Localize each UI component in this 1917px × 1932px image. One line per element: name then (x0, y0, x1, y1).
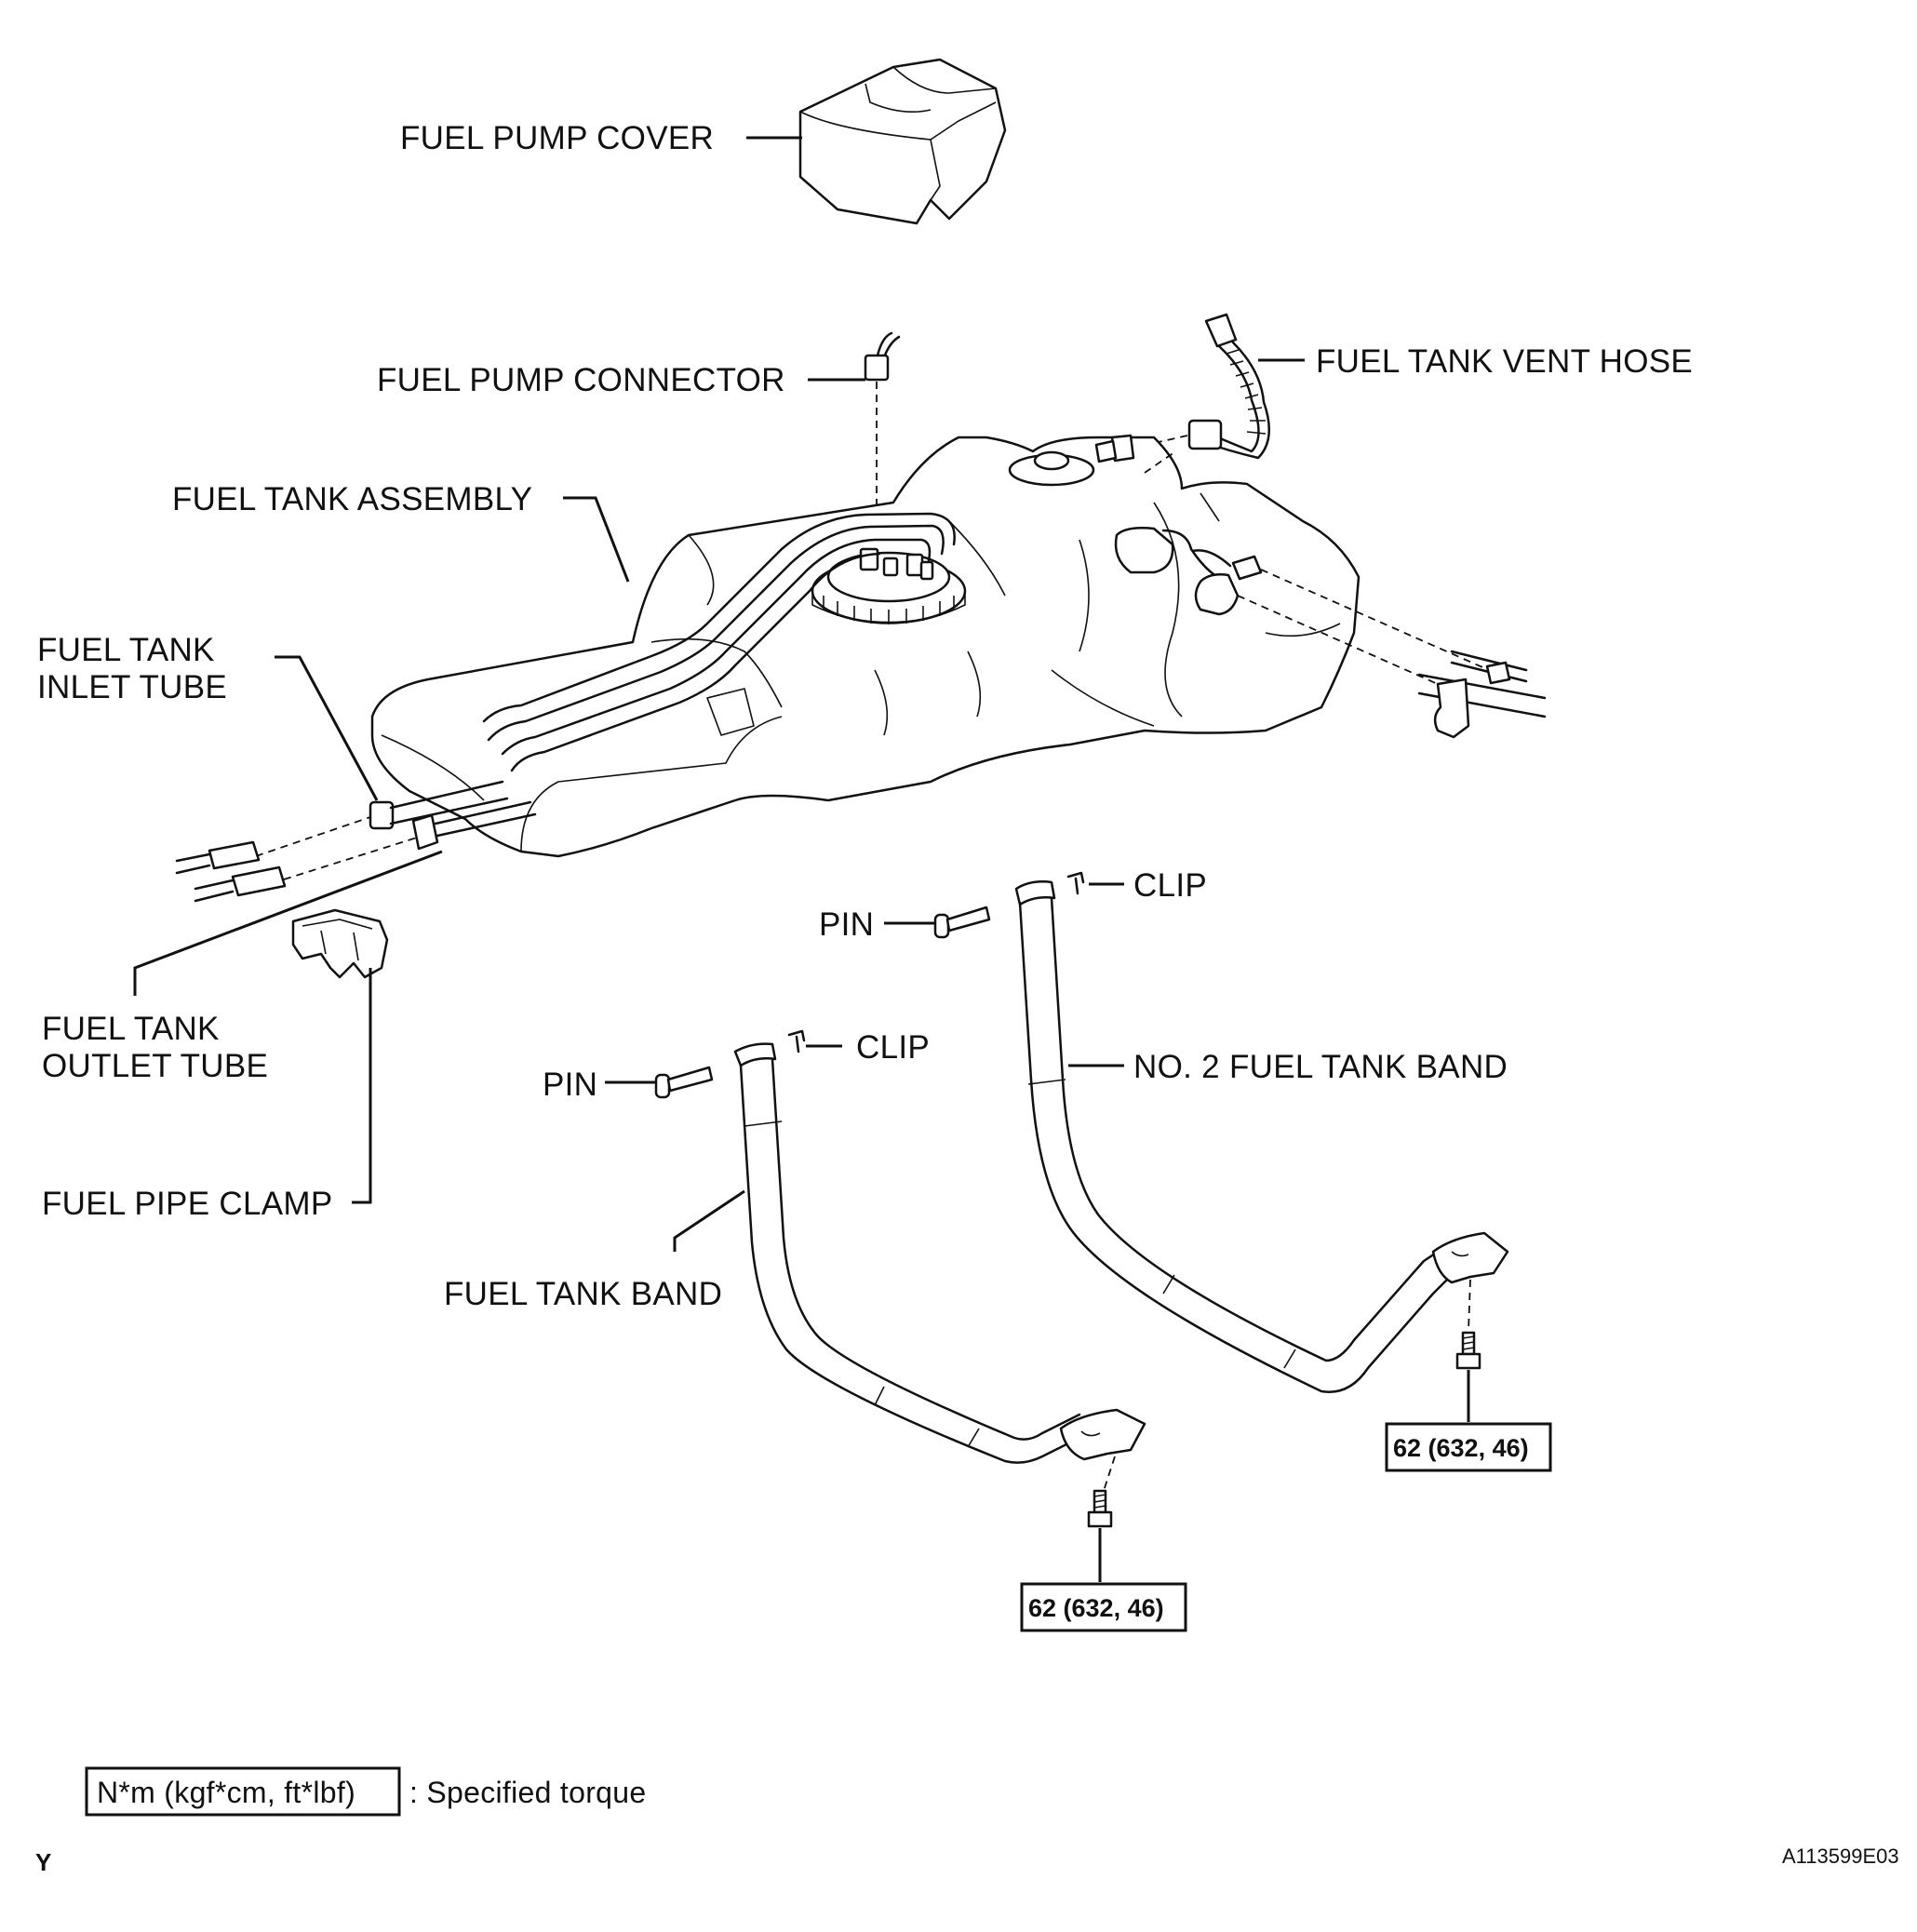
fuel-tank-inlet-tube-label-2: INLET TUBE (37, 669, 227, 705)
fuel-tank-band-leader (673, 1189, 745, 1252)
left-bolt-part (1087, 1489, 1113, 1528)
pin-lower-part (654, 1066, 714, 1099)
tank-right-guide-2 (1260, 569, 1490, 671)
outlet-tube-guide (283, 837, 418, 880)
outlet-tube-leader (133, 850, 443, 996)
clip-lower-label: CLIP (856, 1029, 930, 1066)
figure-id: A113599E03 (1782, 1845, 1899, 1868)
right-torque-value: 62 (632, 46) (1393, 1434, 1529, 1462)
fuel-tank-band-part (733, 1042, 1146, 1464)
legend-unit-box (85, 1766, 401, 1817)
fuel-pump-connector-label: FUEL PUMP CONNECTOR (377, 362, 785, 398)
left-bolt-guide (1103, 1456, 1116, 1492)
clip-upper-part (1066, 871, 1085, 895)
inlet-tube-guide (255, 816, 371, 857)
right-bolt-part (1455, 1331, 1481, 1370)
right-bolt-guide (1468, 1279, 1471, 1332)
fuel-tank-assembly-part (370, 434, 1361, 858)
body-pipe-right-part (1417, 650, 1547, 739)
fuel-pump-cover-part (798, 58, 1007, 225)
pin-lower-label: PIN (543, 1067, 597, 1103)
left-torque-box (1020, 1582, 1187, 1632)
corner-mark: Y (35, 1848, 51, 1876)
clip-upper-label: CLIP (1133, 867, 1207, 904)
pin-upper-label: PIN (819, 906, 874, 943)
tank-right-guide-1 (1237, 595, 1439, 685)
fuel-tank-assembly-leader (563, 496, 630, 583)
fuel-tank-assembly-label: FUEL TANK ASSEMBLY (172, 481, 532, 517)
fuel-tank-outlet-tube-label-2: OUTLET TUBE (42, 1048, 268, 1084)
clip-lower-part (787, 1029, 806, 1053)
fuel-tank-inlet-tube-label-1: FUEL TANK (37, 632, 215, 668)
fuel-pipe-clamp-leader (352, 968, 372, 1204)
no2-fuel-tank-band-part (1014, 880, 1509, 1393)
legend-description: : Specified torque (409, 1776, 646, 1809)
fuel-pump-cover-label: FUEL PUMP COVER (400, 120, 714, 156)
left-torque-value: 62 (632, 46) (1028, 1594, 1164, 1622)
fuel-tank-outlet-tube-label-1: FUEL TANK (42, 1011, 220, 1047)
fuel-tank-band-label: FUEL TANK BAND (444, 1276, 722, 1312)
right-torque-box (1385, 1422, 1552, 1472)
body-pipe-left-part (175, 840, 287, 903)
fuel-pump-connector-part (864, 331, 901, 382)
no2-fuel-tank-band-label: NO. 2 FUEL TANK BAND (1133, 1049, 1508, 1085)
fuel-tank-vent-hose-part (1187, 313, 1270, 460)
tank-vent-guide (1144, 451, 1175, 474)
fuel-pipe-clamp-label: FUEL PIPE CLAMP (42, 1186, 332, 1222)
fuel-pipe-clamp-part (291, 908, 389, 979)
inlet-tube-leader (275, 655, 379, 801)
fuel-tank-vent-hose-label: FUEL TANK VENT HOSE (1316, 343, 1693, 380)
pin-upper-part (933, 906, 991, 939)
tube-connectors-part (369, 780, 537, 851)
legend-unit-text: N*m (kgf*cm, ft*lbf) (97, 1776, 355, 1809)
